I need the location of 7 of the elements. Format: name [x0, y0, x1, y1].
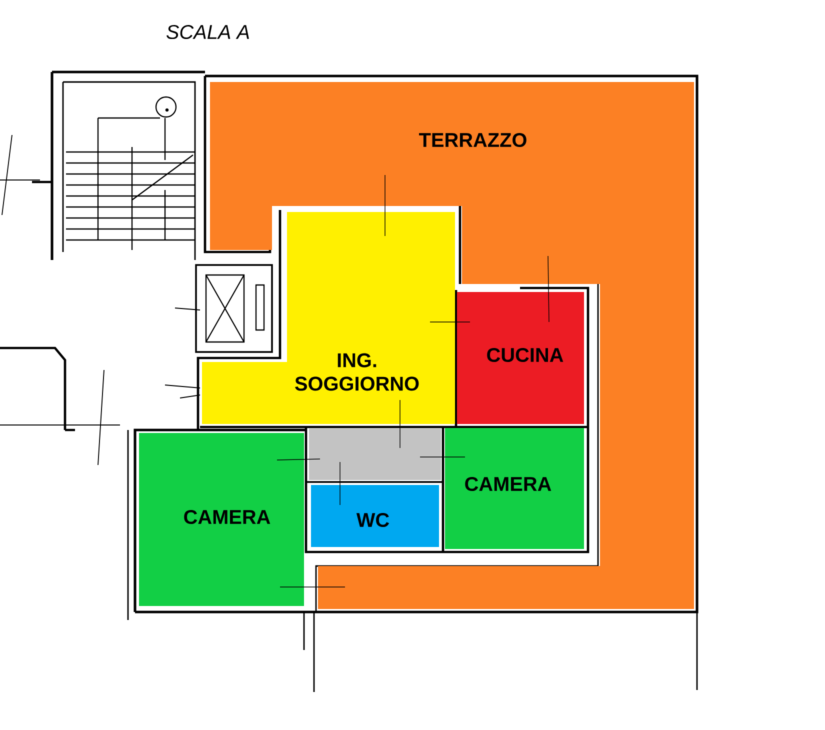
room-label: CAMERA	[139, 433, 304, 606]
corridor-area	[309, 428, 441, 480]
room-label: CUCINA	[457, 292, 584, 424]
room-label: ING. SOGGIORNO	[202, 212, 455, 424]
room-label: WC	[311, 485, 439, 547]
stair-label: SCALA A	[166, 24, 249, 40]
room-label: CAMERA	[445, 428, 584, 549]
